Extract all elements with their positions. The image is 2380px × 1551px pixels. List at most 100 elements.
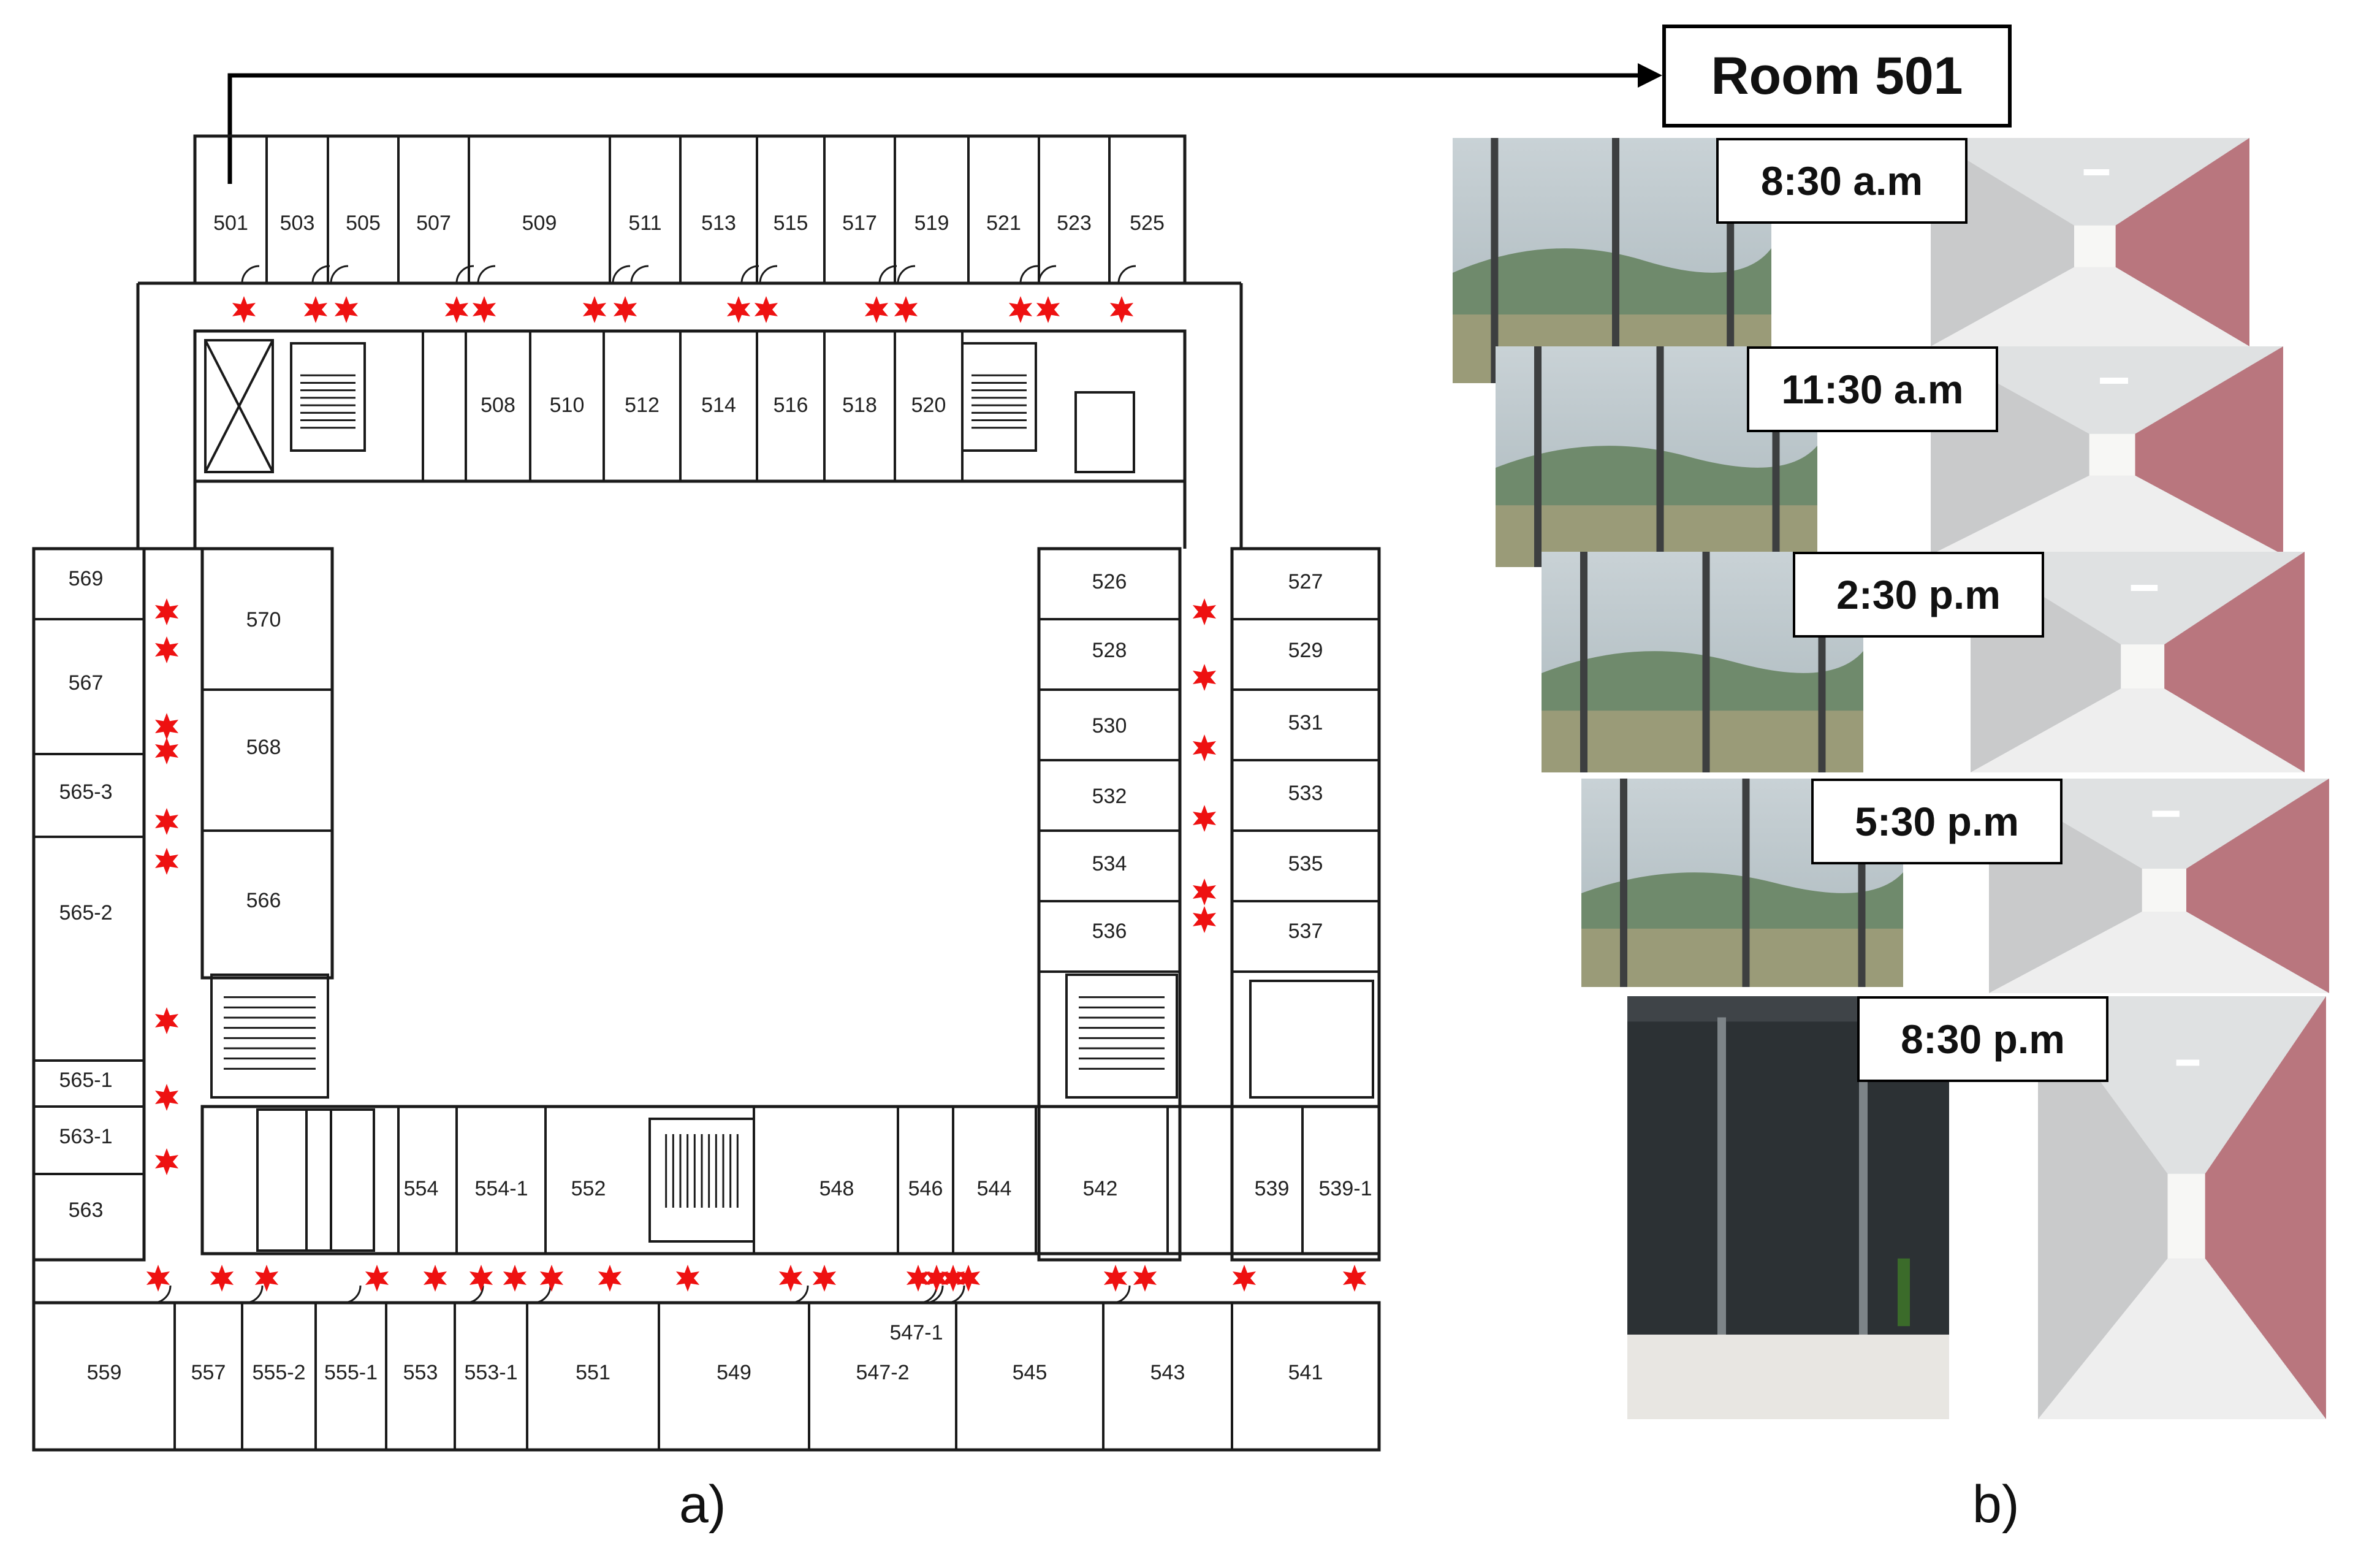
room-label-570: 570 bbox=[246, 608, 281, 631]
time-label: 11:30 a.m bbox=[1747, 346, 1998, 432]
window-photo bbox=[1627, 996, 1949, 1419]
sensor-marker bbox=[894, 296, 918, 323]
sensor-marker bbox=[423, 1265, 447, 1292]
panel-label-a: a) bbox=[679, 1475, 726, 1534]
sensor-marker bbox=[864, 296, 889, 323]
room-label-511: 511 bbox=[628, 212, 661, 235]
corridor-photo bbox=[2038, 996, 2326, 1419]
sensor-marker bbox=[1192, 906, 1217, 933]
sensor-marker bbox=[1342, 1265, 1367, 1292]
sensor-marker bbox=[154, 1148, 179, 1175]
sensor-marker bbox=[1036, 296, 1060, 323]
sensor-marker bbox=[675, 1265, 700, 1292]
door-swing bbox=[533, 1285, 552, 1304]
sensor-marker bbox=[232, 296, 256, 323]
sensor-marker bbox=[1192, 734, 1217, 761]
room-label-509: 509 bbox=[522, 212, 557, 235]
door-swing bbox=[153, 1285, 172, 1304]
sensor-marker bbox=[754, 296, 778, 323]
door-swing bbox=[946, 1285, 965, 1304]
sensor-marker bbox=[1232, 1265, 1257, 1292]
room-label-521: 521 bbox=[986, 212, 1021, 235]
arrow-head bbox=[1638, 63, 1662, 88]
room-label-519: 519 bbox=[914, 212, 949, 235]
sensor-marker bbox=[154, 808, 179, 835]
sensor-marker bbox=[146, 1265, 170, 1292]
room-label-544: 544 bbox=[977, 1177, 1012, 1200]
room-label-525: 525 bbox=[1130, 212, 1165, 235]
sensor-marker bbox=[154, 598, 179, 625]
room-label-539: 539 bbox=[1255, 1177, 1290, 1200]
door-swing bbox=[790, 1285, 809, 1304]
room-label-514: 514 bbox=[701, 394, 736, 417]
room-label-505: 505 bbox=[346, 212, 381, 235]
room-label-507: 507 bbox=[416, 212, 451, 235]
room-label-528: 528 bbox=[1092, 639, 1127, 662]
door-swing bbox=[630, 265, 649, 284]
room-label-567: 567 bbox=[69, 671, 104, 695]
time-label: 5:30 p.m bbox=[1811, 779, 2063, 864]
sensor-marker bbox=[1192, 805, 1217, 832]
sensor-marker bbox=[154, 713, 179, 740]
stair-cores bbox=[204, 339, 1374, 1252]
door-swing bbox=[925, 1285, 944, 1304]
sensor-marker bbox=[906, 1265, 930, 1292]
room-label-541: 541 bbox=[1288, 1361, 1323, 1384]
door-swing bbox=[477, 265, 496, 284]
room-label-503: 503 bbox=[280, 212, 315, 235]
room-label-565-1: 565-1 bbox=[59, 1069, 113, 1092]
sensor-marker bbox=[956, 1265, 981, 1292]
sensor-marker bbox=[1133, 1265, 1157, 1292]
door-swing bbox=[1038, 265, 1057, 284]
room-label-542: 542 bbox=[1083, 1177, 1118, 1200]
room-label-555-2: 555-2 bbox=[253, 1361, 306, 1384]
room-label-566: 566 bbox=[246, 889, 281, 912]
room-label-546: 546 bbox=[908, 1177, 943, 1200]
room-label-563-1: 563-1 bbox=[59, 1125, 113, 1148]
room-label-512: 512 bbox=[625, 394, 660, 417]
room-label-501: 501 bbox=[213, 212, 248, 235]
time-label: 8:30 a.m bbox=[1716, 138, 1967, 224]
sensor-marker bbox=[472, 296, 496, 323]
room-label-548: 548 bbox=[819, 1177, 854, 1200]
room-pointer-arrow bbox=[227, 73, 1643, 184]
room-label-box: Room 501 bbox=[1662, 25, 2012, 128]
room-label-530: 530 bbox=[1092, 714, 1127, 737]
room-label-520: 520 bbox=[911, 394, 946, 417]
door-swing bbox=[241, 265, 260, 284]
sensor-marker bbox=[1192, 598, 1217, 625]
door-swing bbox=[311, 265, 330, 284]
door-swing bbox=[878, 265, 897, 284]
door-swing bbox=[897, 265, 916, 284]
room-label-523: 523 bbox=[1057, 212, 1092, 235]
sensor-marker bbox=[154, 1007, 179, 1034]
room-label-543: 543 bbox=[1150, 1361, 1185, 1384]
room-label-518: 518 bbox=[842, 394, 877, 417]
sensor-marker bbox=[154, 737, 179, 764]
room-label-552: 552 bbox=[571, 1177, 606, 1200]
door-swing bbox=[465, 1285, 484, 1304]
door-swing bbox=[245, 1285, 264, 1304]
sensor-marker bbox=[1103, 1265, 1128, 1292]
room-label-547-1: 547-1 bbox=[890, 1321, 943, 1344]
door-swing bbox=[1117, 265, 1136, 284]
sensor-marker bbox=[1192, 664, 1217, 691]
room-label-539-1: 539-1 bbox=[1319, 1177, 1372, 1200]
sensor-marker bbox=[210, 1265, 234, 1292]
door-swing bbox=[1019, 265, 1038, 284]
room-label-565-2: 565-2 bbox=[59, 901, 113, 924]
sensor-marker bbox=[254, 1265, 279, 1292]
sensor-marker bbox=[503, 1265, 527, 1292]
room-label-526: 526 bbox=[1092, 570, 1127, 593]
room-label-text: Room 501 bbox=[1711, 46, 1963, 105]
room-label-517: 517 bbox=[842, 212, 877, 235]
room-label-553: 553 bbox=[403, 1361, 438, 1384]
door-swing bbox=[612, 265, 631, 284]
room-label-555-1: 555-1 bbox=[324, 1361, 378, 1384]
room-label-553-1: 553-1 bbox=[465, 1361, 518, 1384]
room-label-536: 536 bbox=[1092, 920, 1127, 943]
room-label-551: 551 bbox=[576, 1361, 610, 1384]
room-label-565-3: 565-3 bbox=[59, 780, 113, 804]
sensor-marker bbox=[365, 1265, 389, 1292]
room-label-557: 557 bbox=[191, 1361, 226, 1384]
